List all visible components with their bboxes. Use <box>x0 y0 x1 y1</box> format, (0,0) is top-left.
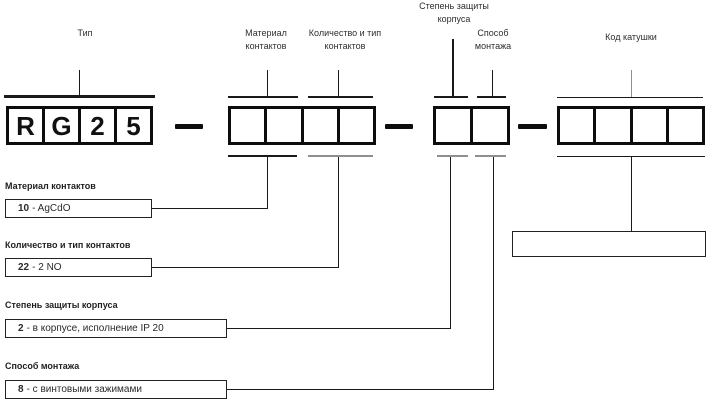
label-protection-line1: Степень защиты <box>419 1 489 11</box>
legend-desc: - AgCdO <box>32 203 71 214</box>
protection-underline <box>437 155 468 157</box>
legend-title-protection: Степень защиты корпуса <box>5 300 118 310</box>
label-mounting: Способ монтажа <box>450 27 536 53</box>
contact-count-tick-line <box>338 70 339 96</box>
legend-desc: - в корпусе, исполнение IP 20 <box>26 323 164 334</box>
code-cell-empty <box>593 109 629 142</box>
coil-code-overline <box>557 97 703 98</box>
code-cell: 5 <box>114 109 150 142</box>
contact-material-connector-v <box>267 157 268 209</box>
contacts-code-box <box>228 106 376 145</box>
code-cell-empty <box>436 109 470 142</box>
code-cell-empty <box>560 109 593 142</box>
coil-code-target-box <box>512 231 706 257</box>
protection-tick-line <box>452 39 454 96</box>
mounting-tick-line <box>492 70 493 96</box>
type-tick-line <box>79 70 80 96</box>
code-cell-empty <box>629 109 666 142</box>
mounting-overline <box>477 96 506 98</box>
legend-desc: - с винтовыми зажимами <box>26 384 142 395</box>
label-protection: Степень защиты корпуса <box>404 0 504 26</box>
code-cell-empty <box>470 109 507 142</box>
contact-material-underline <box>228 155 297 157</box>
contact-material-overline <box>228 96 298 98</box>
type-code-box: R G 2 5 <box>6 106 153 145</box>
legend-value-contact-count: 22- 2 NO <box>5 258 152 277</box>
protection-overline <box>434 96 468 98</box>
label-coil-code: Код катушки <box>605 32 657 42</box>
code-cell-empty <box>336 109 373 142</box>
code-cell: G <box>42 109 78 142</box>
separator-dash <box>385 124 413 129</box>
contact-count-overline <box>308 96 373 98</box>
code-cell-empty <box>665 109 702 142</box>
legend-code: 2 <box>18 323 24 334</box>
code-cell-empty <box>231 109 264 142</box>
mounting-connector-h <box>227 389 494 390</box>
separator-dash <box>518 124 547 129</box>
label-contact-count-line2: контактов <box>324 41 366 51</box>
mounting-connector-v <box>493 157 494 390</box>
legend-title-mounting: Способ монтажа <box>5 361 80 371</box>
legend-value-contact-material: 10- AgCdO <box>5 199 152 218</box>
contact-count-underline <box>308 155 373 157</box>
label-contact-material-line1: Материал <box>245 28 287 38</box>
legend-value-mounting: 8- с винтовыми зажимами <box>5 380 227 399</box>
separator-dash <box>175 124 203 129</box>
legend-code: 22 <box>18 262 30 273</box>
label-contact-count: Количество и тип контактов <box>290 27 400 53</box>
protection-connector-h <box>227 328 451 329</box>
code-cell: 2 <box>78 109 114 142</box>
contact-count-connector-v <box>338 157 339 268</box>
type-overline <box>4 95 155 98</box>
legend-code: 8 <box>18 384 24 395</box>
code-cell-empty <box>300 109 337 142</box>
code-cell: R <box>16 110 35 141</box>
coil-code-connector-v <box>631 157 632 231</box>
contact-material-tick-line <box>267 70 268 96</box>
legend-code: 10 <box>18 203 30 214</box>
label-type: Тип <box>77 28 93 38</box>
legend-title-contact-count: Количество и тип контактов <box>5 240 131 250</box>
contact-count-connector-h <box>152 267 339 268</box>
legend-desc: - 2 NO <box>32 262 62 273</box>
label-contact-material: Материал контактов <box>222 27 310 53</box>
legend-title-contact-material: Материал контактов <box>5 181 96 191</box>
mounting-underline <box>475 155 506 157</box>
coil-code-underline <box>557 156 705 157</box>
protection-mounting-code-box <box>433 106 510 145</box>
contact-material-connector-h <box>152 208 268 209</box>
label-mounting-line1: Способ <box>477 28 509 38</box>
legend-value-protection: 2- в корпусе, исполнение IP 20 <box>5 319 227 338</box>
code-cell-empty <box>264 109 300 142</box>
coil-code-box <box>557 106 705 145</box>
protection-connector-v <box>450 157 451 329</box>
label-contact-count-line1: Количество и тип <box>308 28 382 38</box>
label-protection-line2: корпуса <box>437 14 471 24</box>
label-mounting-line2: монтажа <box>474 41 512 51</box>
coil-code-tick-line <box>631 70 632 97</box>
label-contact-material-line2: контактов <box>245 41 287 51</box>
